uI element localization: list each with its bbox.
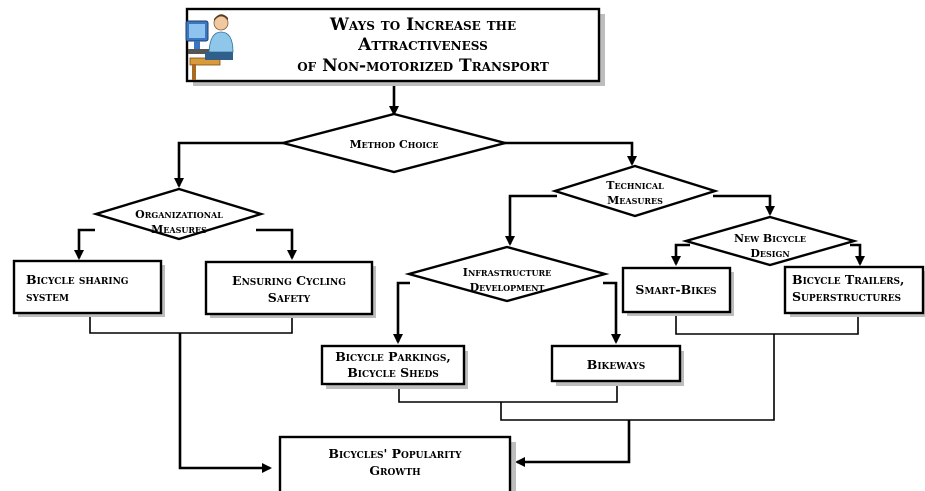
technical-label-1: Technical xyxy=(606,179,664,192)
connector-organizational-to-growth xyxy=(178,333,272,473)
connector-design-to-smartbikes xyxy=(671,243,690,266)
connector-technical-to-infrastructure xyxy=(505,194,557,246)
bicycle-parkings-box: Bicycle Parkings, Bicycle Sheds xyxy=(320,344,468,389)
organizational-label-1: Organizational xyxy=(135,208,223,221)
title-line-1: Ways to Increase the xyxy=(329,15,516,35)
cycling-safety-label-1: Ensuring Cycling xyxy=(232,273,346,288)
title-line-3: of Non-motorized Transport xyxy=(297,56,549,76)
bikeways-box: Bikeways xyxy=(550,344,684,386)
infrastructure-label-1: Infrastructure xyxy=(463,266,551,279)
connector-organizational-to-safety xyxy=(256,228,297,260)
title-box: Ways to Increase the Attractiveness of N… xyxy=(185,7,605,86)
bicycle-sharing-system-box: Bicycle sharing system xyxy=(12,259,165,317)
parkings-label-2: Bicycle Sheds xyxy=(347,365,439,380)
popularity-growth-box: Bicycles' Popularity Growth xyxy=(278,435,516,491)
design-label-2: Design xyxy=(750,247,789,260)
popularity-growth-label-2: Growth xyxy=(369,463,421,478)
bicycle-trailers-box: Bicycle Trailers, Superstructures xyxy=(783,265,925,317)
connector-design-to-trailers xyxy=(850,243,865,266)
organizational-measures-decision: Organizational Measures xyxy=(91,187,266,241)
connector-technical-to-design xyxy=(713,194,775,216)
trailers-label-2: Superstructures xyxy=(792,289,901,304)
merge-infrastructure-outputs xyxy=(398,383,618,403)
person-at-computer-icon xyxy=(185,14,234,80)
connector-infrastructure-to-bikeways xyxy=(603,281,621,344)
new-bicycle-design-decision: New Bicycle Design xyxy=(681,215,859,267)
popularity-growth-label-1: Bicycles' Popularity xyxy=(328,446,462,461)
connector-technical-to-growth xyxy=(515,420,631,467)
connector-method-to-technical xyxy=(502,141,637,166)
bicycle-sharing-label-2: system xyxy=(26,289,69,304)
technical-label-2: Measures xyxy=(607,194,663,207)
organizational-label-2: Measures xyxy=(151,223,207,236)
connector-method-to-organizational xyxy=(174,141,283,188)
method-choice-decision: Method Choice xyxy=(278,112,510,174)
parkings-label-1: Bicycle Parkings, xyxy=(335,349,451,364)
merge-technical-outputs xyxy=(500,334,775,421)
infrastructure-label-2: Development xyxy=(470,281,545,294)
title-line-2: Attractiveness xyxy=(357,35,488,55)
trailers-label-1: Bicycle Trailers, xyxy=(792,272,904,287)
smart-bikes-box: Smart-Bikes xyxy=(621,266,734,316)
connector-lines xyxy=(74,80,865,473)
infrastructure-development-decision: Infrastructure Development xyxy=(404,245,610,303)
technical-measures-decision: Technical Measures xyxy=(550,164,720,218)
connector-organizational-to-sharing xyxy=(74,228,95,260)
cycling-safety-label-2: Safety xyxy=(268,290,311,305)
method-choice-label: Method Choice xyxy=(349,138,438,151)
design-label-1: New Bicycle xyxy=(734,232,806,245)
merge-design-outputs xyxy=(675,316,859,335)
bicycle-sharing-label-1: Bicycle sharing xyxy=(26,272,129,287)
connector-infrastructure-to-parkings xyxy=(393,281,410,344)
ensuring-cycling-safety-box: Ensuring Cycling Safety xyxy=(204,260,376,318)
smart-bikes-label: Smart-Bikes xyxy=(635,282,716,297)
bikeways-label: Bikeways xyxy=(587,357,645,372)
merge-organizational-outputs xyxy=(89,316,293,334)
